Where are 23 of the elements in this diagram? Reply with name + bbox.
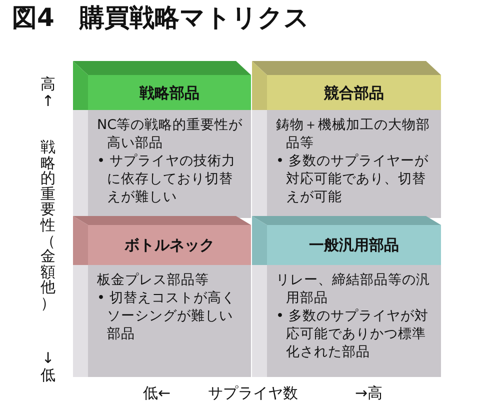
quadrant-title: 競合部品 — [324, 84, 384, 102]
quadrant-title: ボトルネック — [124, 236, 214, 254]
figure-title: 図4 購買戦略マトリクス — [12, 3, 310, 33]
axis-title: サプライヤ数 — [208, 384, 298, 402]
item-description: NC等の戦略的重要性が高い部品 — [97, 116, 244, 152]
axis-title: 戦略的重要性（金額他） — [40, 140, 56, 312]
item-description: 鋳物＋機械加工の大物部品等 — [276, 116, 431, 152]
axis-high-label: 高↑ — [40, 76, 56, 110]
quadrant-box — [252, 216, 441, 377]
axis-low-label: ↓低 — [40, 350, 56, 384]
quadrant-box — [73, 61, 251, 218]
bullet-point: • 多数のサプライヤーが対応可能であり、切替えが可能 — [276, 152, 430, 206]
quadrant-title: 戦略部品 — [140, 84, 200, 102]
item-description: 板金プレス部品等 — [97, 271, 210, 289]
quadrant-box — [73, 216, 251, 377]
bullet-point: • 切替えコストが高くソーシングが難しい部品 — [97, 289, 236, 343]
quadrant-title: 一般汎用部品 — [309, 236, 399, 254]
item-description: リレー、締結部品等の汎用部品 — [276, 271, 431, 307]
axis-high-label: →高 — [355, 384, 383, 402]
quadrant-box — [252, 61, 441, 218]
bullet-point: • サプライヤの技術力に依存しており切替えが難しい — [97, 152, 236, 206]
axis-low-label: 低← — [143, 384, 171, 402]
bullet-point: • 多数のサプライヤが対応可能でありかつ標準化された部品 — [276, 307, 430, 361]
